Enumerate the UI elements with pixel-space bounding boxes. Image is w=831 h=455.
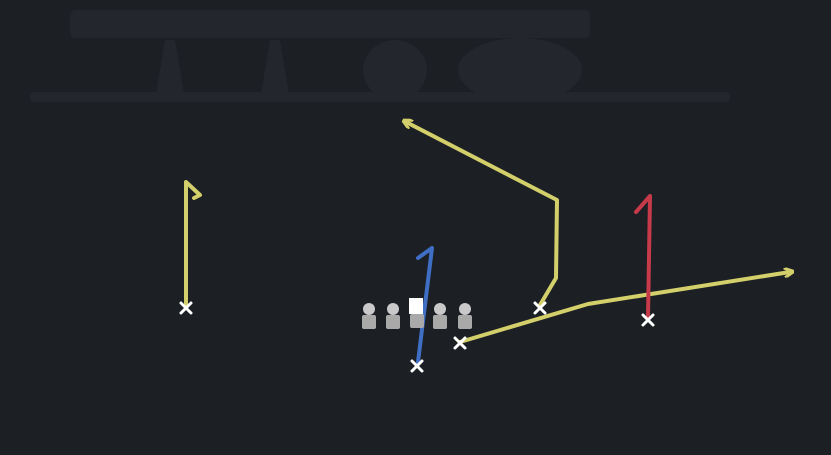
lineman-center [409, 298, 424, 328]
player-x-running-back [453, 336, 467, 350]
player-x-slot-receiver [533, 301, 547, 315]
right-receiver-route [634, 194, 652, 320]
routes [184, 122, 790, 364]
running-back-route [458, 272, 790, 344]
lineman-right-guard [433, 303, 447, 329]
ghost-shape-1 [155, 40, 185, 100]
player-markers [179, 301, 655, 373]
left-receiver-route [184, 180, 202, 307]
player-x-right-receiver [641, 313, 655, 327]
lineman-right-tackle [458, 303, 472, 329]
lineman-left-guard [386, 303, 400, 329]
ghost-line [30, 92, 730, 102]
offensive-line [362, 298, 472, 329]
ghost-shape-3 [363, 40, 427, 100]
lineman-left-tackle [362, 303, 376, 329]
ghost-band [70, 10, 590, 38]
background-ghost-shapes [30, 10, 730, 102]
ghost-shape-2 [260, 40, 290, 100]
ghost-shape-4 [458, 38, 582, 102]
player-x-quarterback [410, 359, 424, 373]
player-x-left-receiver [179, 301, 193, 315]
slot-receiver-route [406, 122, 559, 307]
